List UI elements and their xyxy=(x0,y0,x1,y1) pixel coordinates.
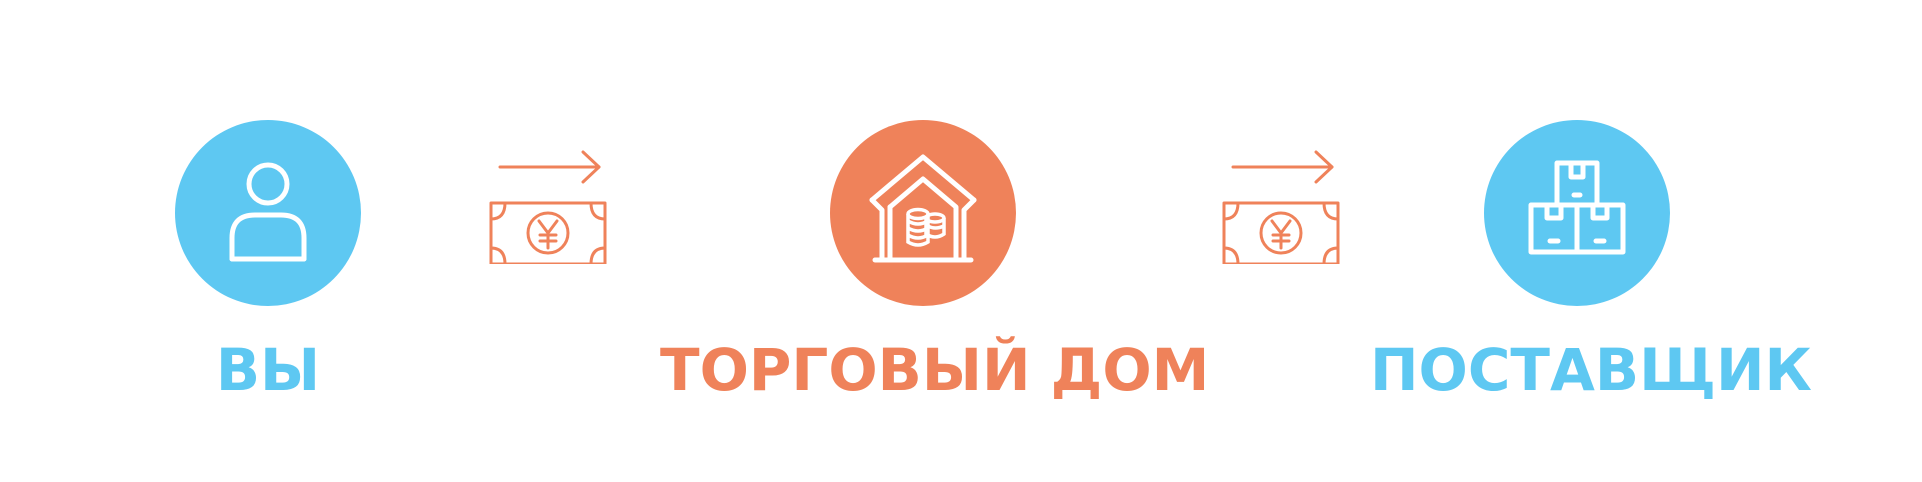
trading-house-node xyxy=(830,120,1016,306)
yen-banknote-icon xyxy=(1222,150,1340,264)
arrow-right-icon xyxy=(1231,150,1334,184)
you-node xyxy=(175,120,361,306)
money-transfer-1 xyxy=(485,150,611,264)
arrow-right-icon xyxy=(498,150,601,184)
boxes-icon xyxy=(1484,120,1670,306)
warehouse-coins-icon xyxy=(830,120,1016,306)
supplier-label: ПОСТАВЩИК xyxy=(1370,336,1812,404)
person-icon xyxy=(175,120,361,306)
trading-house-label: ТОРГОВЫЙ ДОМ xyxy=(660,336,1210,404)
supplier-node xyxy=(1484,120,1670,306)
you-label: ВЫ xyxy=(215,336,321,404)
yen-banknote-icon xyxy=(489,150,607,264)
money-transfer-2 xyxy=(1218,150,1344,264)
